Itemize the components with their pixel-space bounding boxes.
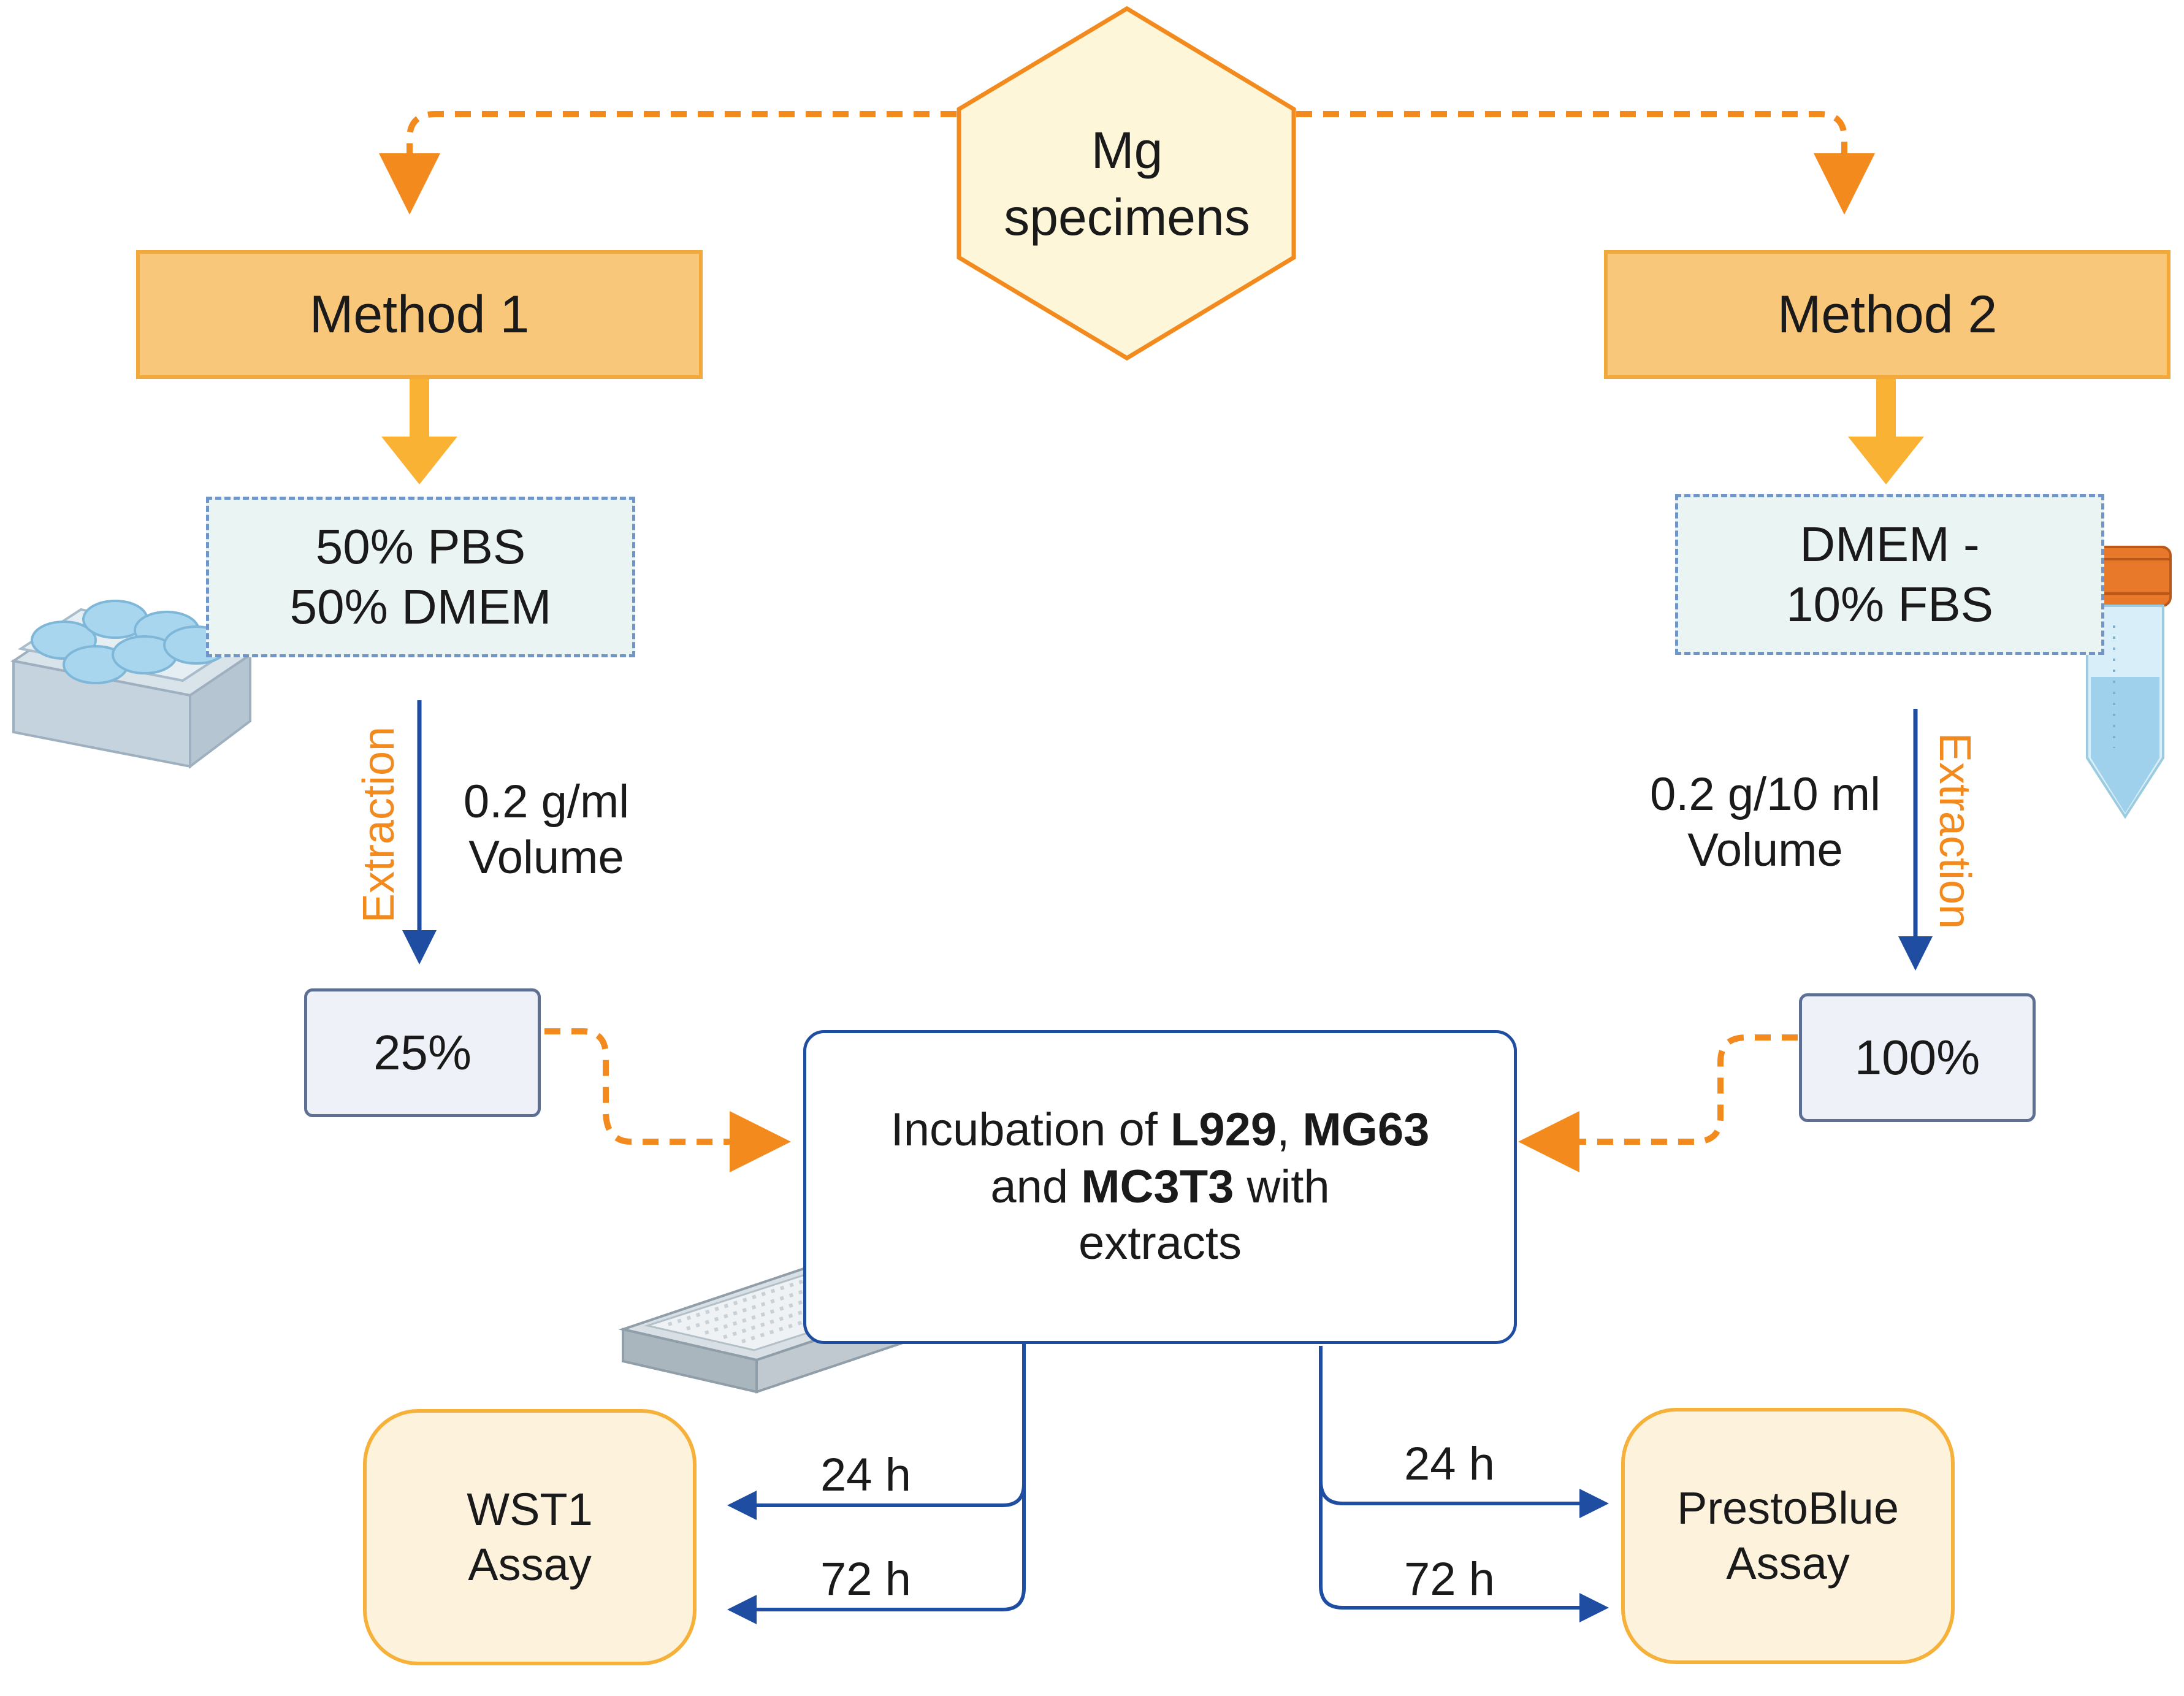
cell-line-mg63: MG63 [1302,1103,1430,1156]
left-24h-label: 24 h [820,1449,911,1501]
pct1-box: 25% [304,988,541,1117]
mg-specimens-label: Mg specimens [965,104,1289,264]
mg-specimens-line1: Mg [1091,121,1163,179]
cell-line-mc3t3: MC3T3 [1081,1160,1234,1213]
method2-label: Method 2 [1777,285,1998,344]
incubation-text-part4: with [1234,1160,1330,1213]
wst1-line2: Assay [468,1539,592,1590]
wst1-line1: WST1 [467,1483,593,1535]
right-24h-label: 24 h [1404,1438,1495,1490]
cell-line-l929: L929 [1170,1103,1277,1156]
method2-volume: Volume [1687,824,1843,877]
prestoblue-line1: PrestoBlue [1677,1482,1899,1534]
right-72h-label: 72 h [1404,1553,1495,1605]
incubation-line1: Incubation of L929, MG63 [891,1102,1430,1159]
pct2-box: 100% [1799,993,2036,1122]
incubation-box: Incubation of L929, MG63 and MC3T3 with … [803,1030,1517,1344]
edge-mg-to-method1 [379,111,956,215]
edge-pct1-to-incubation [544,1028,791,1172]
incubation-text-part3: and [990,1160,1082,1213]
edge-incubation-to-prestoblue-72h [1319,1481,1609,1622]
falcon-tube-icon [2079,546,2172,819]
medium1-box: 50% PBS 50% DMEM [206,497,635,657]
method2-ratio: 0.2 g/10 ml [1650,768,1880,820]
edge-mg-to-method2 [1296,111,1875,215]
edge-incubation-to-wst1-72h [727,1484,1026,1624]
medium2-line2: 10% FBS [1786,577,1993,632]
method2-ratio-volume: 0.2 g/10 ml Volume [1633,766,1897,878]
method1-box: Method 1 [136,250,703,379]
six-well-plate-icon [10,600,254,770]
wst1-assay-box: WST1 Assay [363,1409,697,1665]
incubation-text-part1: Incubation of [890,1103,1170,1156]
medium1-line1: 50% PBS [315,519,526,575]
incubation-text-part2: , [1277,1103,1303,1156]
mg-specimens-line2: specimens [1004,188,1250,246]
method1-volume: Volume [468,831,624,884]
prestoblue-assay-box: PrestoBlue Assay [1621,1408,1955,1664]
medium2-line1: DMEM - [1800,517,1980,572]
edge-pct2-to-incubation [1518,1034,1798,1172]
prestoblue-line2: Assay [1726,1538,1850,1589]
medium2-box: DMEM - 10% FBS [1675,494,2104,655]
method2-extraction-label: Extraction [1930,732,1979,930]
edge-method1-to-medium1 [381,378,457,484]
method2-box: Method 2 [1604,250,2171,379]
edge-method2-to-medium2 [1848,378,1924,484]
method1-ratio: 0.2 g/ml [463,776,630,828]
method1-extraction-label: Extraction [354,726,403,923]
method1-ratio-volume: 0.2 g/ml Volume [445,774,647,885]
method1-label: Method 1 [309,285,530,344]
pct1-label: 25% [373,1025,472,1080]
incubation-line2: and MC3T3 with [990,1159,1329,1216]
mg-specimens-hexagon [956,6,1296,361]
incubation-line3: extracts [1078,1217,1242,1270]
left-72h-label: 72 h [820,1553,911,1605]
pct2-label: 100% [1854,1030,1980,1085]
medium1-line2: 50% DMEM [289,579,552,634]
